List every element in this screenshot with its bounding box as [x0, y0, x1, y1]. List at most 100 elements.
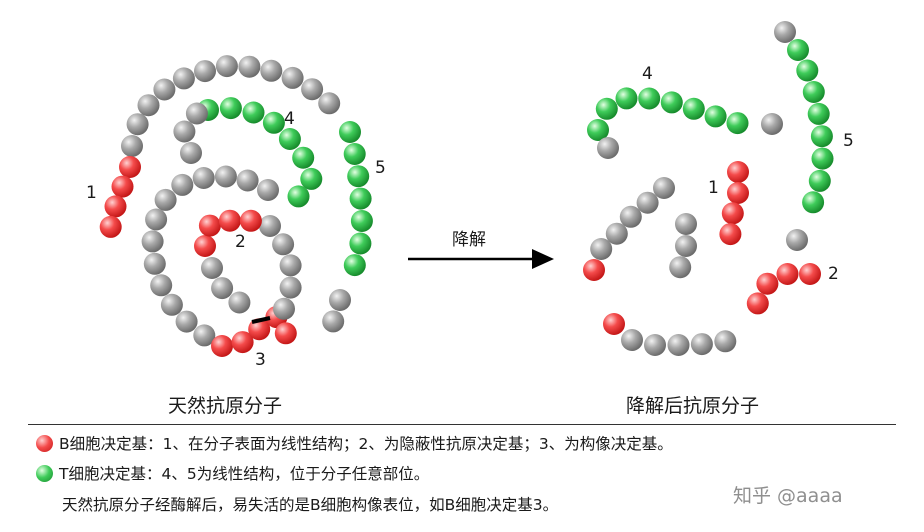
red-bead — [211, 335, 233, 357]
green-bead-icon — [36, 464, 53, 482]
gray-bead — [675, 235, 697, 257]
epitope-4-chain — [197, 97, 323, 208]
red-bead — [776, 263, 799, 285]
degraded-label-5: 5 — [843, 131, 854, 151]
divider-line — [28, 424, 896, 425]
epitope-2-chain — [194, 209, 262, 257]
red-bead — [719, 223, 742, 246]
degraded-epitope-5-gray — [774, 21, 796, 43]
degraded-label-1: 1 — [708, 178, 719, 198]
green-bead — [219, 97, 242, 120]
red-bead-icon — [36, 434, 53, 452]
native-label-1: 1 — [86, 183, 97, 203]
red-bead — [239, 209, 262, 232]
green-bead — [796, 59, 819, 82]
legend-b-cell-text: B细胞决定基：1、在分子表面为线性结构；2、为隐蔽性抗原决定基；3、为构像决定基… — [59, 435, 673, 453]
degraded-epitope-5-gray-end — [786, 229, 808, 251]
red-bead — [799, 263, 821, 285]
gray-bead — [173, 120, 196, 143]
gray-bead — [143, 252, 166, 275]
red-bead — [231, 331, 254, 354]
red-bead — [603, 313, 625, 335]
gray-bead — [281, 66, 304, 89]
gray-bead — [150, 274, 173, 297]
red-bead — [274, 322, 297, 345]
green-bead — [349, 232, 372, 255]
gray-bead — [301, 78, 324, 101]
gray-bead — [675, 213, 697, 235]
red-bead — [721, 202, 744, 225]
red-bead — [99, 215, 122, 238]
gray-bead — [667, 334, 690, 356]
green-bead — [808, 169, 831, 192]
backbone-outer — [121, 55, 341, 157]
green-bead — [595, 97, 618, 120]
gray-bead — [192, 167, 215, 189]
green-bead — [811, 147, 834, 170]
gray-bead — [714, 330, 737, 353]
backbone-spiral — [141, 165, 279, 347]
gray-bead — [137, 94, 160, 117]
green-bead — [347, 165, 370, 188]
degraded-antigen-molecule — [583, 21, 834, 356]
gray-bead — [273, 297, 295, 320]
gray-bead — [215, 55, 238, 78]
red-bead — [194, 235, 216, 257]
gray-bead — [214, 165, 237, 188]
degraded-bottom-red — [603, 313, 625, 335]
gray-bead — [318, 92, 341, 115]
gray-bead — [636, 191, 659, 214]
degradation-label: 降解 — [452, 230, 486, 250]
red-bead — [248, 318, 271, 341]
degraded-epitope-5-chain — [787, 39, 834, 214]
native-antigen-molecule — [99, 55, 373, 357]
gray-bead — [322, 310, 345, 333]
gray-bead — [141, 230, 164, 253]
green-bead — [287, 185, 310, 208]
backbone-hook — [173, 102, 208, 164]
gray-bead — [669, 256, 692, 279]
green-bead — [704, 105, 727, 128]
degraded-epitope-4-chain — [587, 87, 749, 141]
gray-bead — [154, 188, 177, 211]
green-bead — [802, 191, 825, 214]
gray-bead — [201, 257, 223, 279]
gray-bead — [590, 238, 613, 260]
degraded-label-2: 2 — [828, 264, 839, 284]
degraded-diagonal-chain — [590, 177, 675, 260]
gray-bead — [621, 329, 643, 351]
native-label-4: 4 — [284, 109, 295, 129]
gray-bead — [171, 173, 194, 196]
red-bead — [746, 292, 769, 315]
green-bead — [726, 112, 749, 135]
degradation-arrow — [408, 249, 554, 269]
green-bead — [810, 125, 833, 148]
gray-bead — [153, 78, 176, 101]
gray-bead — [121, 135, 143, 157]
gray-bead — [619, 205, 642, 228]
red-bead — [218, 209, 241, 232]
legend-t-cell-text: T细胞决定基：4、5为线性结构，位于分子任意部位。 — [59, 465, 430, 483]
gray-bead — [160, 293, 183, 316]
gray-bead — [690, 333, 713, 356]
green-bead — [615, 87, 638, 110]
gray-bead — [185, 102, 208, 125]
native-label-3: 3 — [255, 350, 266, 370]
gray-bead — [761, 113, 783, 135]
green-bead — [339, 121, 361, 143]
gray-bead — [279, 276, 302, 299]
green-bead — [262, 111, 285, 134]
gray-bead — [257, 179, 279, 201]
gray-bead — [272, 233, 295, 256]
gray-bead — [126, 113, 149, 136]
red-bead — [119, 156, 141, 178]
red-bead — [111, 175, 134, 198]
red-bead — [727, 161, 749, 183]
green-bead — [787, 39, 809, 61]
legend-t-cell: T细胞决定基：4、5为线性结构，位于分子任意部位。 — [36, 462, 429, 484]
native-label-5: 5 — [375, 158, 386, 178]
red-bead — [104, 195, 127, 218]
gray-bead — [238, 55, 261, 78]
enzyme-note: 天然抗原分子经酶解后，易失活的是B细胞构像表位，如B细胞决定基3。 — [62, 496, 559, 514]
